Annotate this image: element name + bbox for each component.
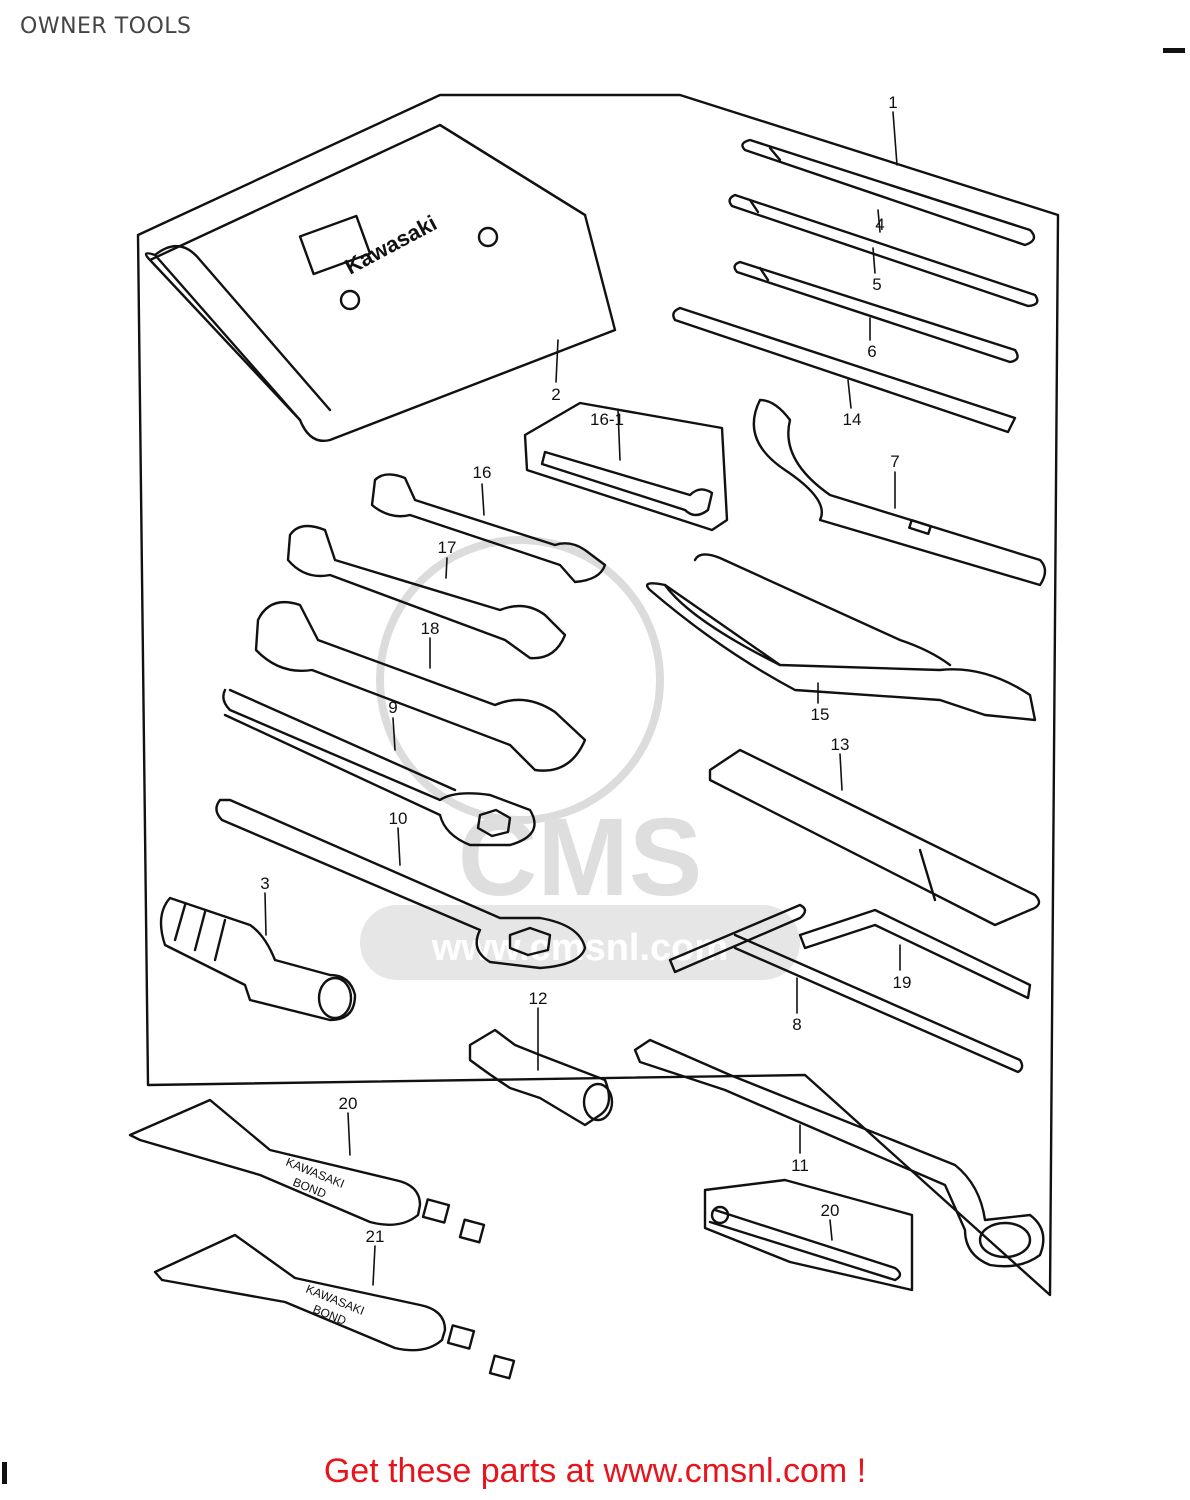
- callout-20a: 20: [339, 1094, 358, 1113]
- bond-tube-21: KAWASAKI BOND: [153, 1233, 516, 1380]
- callout-8: 8: [792, 1015, 801, 1034]
- bottom-mark: [2, 1462, 7, 1484]
- watermark-url: www.cmsnl.com: [431, 927, 728, 969]
- wrench-16: [370, 473, 607, 584]
- callout-9: 9: [388, 698, 397, 717]
- hex-key-19: [798, 908, 1032, 1000]
- hook-wrench-7: [752, 398, 1047, 587]
- panel-outline: [136, 93, 1060, 1297]
- plug-socket-12: [468, 1028, 614, 1127]
- pliers-15: [646, 553, 1037, 722]
- screwdriver-6: [733, 260, 1019, 364]
- watermark: CMS www.cmsnl.com: [360, 536, 800, 980]
- promo-link[interactable]: www.cmsnl.com: [603, 1452, 848, 1490]
- bracket-16-1: [523, 401, 729, 532]
- callout-7: 7: [890, 452, 899, 471]
- callout-17: 17: [438, 538, 457, 557]
- callout-numbers: 1 4 5 6 14 2 16-1 16 7 17 18 15 9 13 10 …: [260, 93, 911, 1246]
- callout-21: 21: [366, 1227, 385, 1246]
- callout-15: 15: [811, 705, 830, 724]
- promo-prefix: Get these parts at: [323, 1452, 604, 1490]
- bracket-20: [703, 1178, 914, 1292]
- promo-banner: Get these parts at www.cmsnl.com !: [0, 1452, 1190, 1491]
- screwdriver-5: [728, 193, 1039, 308]
- callout-10: 10: [389, 809, 408, 828]
- wrench-17: [286, 524, 567, 660]
- callout-16-1: 16-1: [590, 410, 624, 429]
- callout-4: 4: [875, 215, 884, 234]
- callout-20b: 20: [821, 1201, 840, 1220]
- callout-2: 2: [551, 385, 560, 404]
- callout-5: 5: [872, 275, 881, 294]
- handle-3: [159, 896, 357, 1022]
- box-wrench-9: [222, 688, 536, 847]
- owner-tools-diagram: CMS www.cmsnl.com Kawasaki: [128, 93, 1060, 1380]
- corner-mark: [1163, 48, 1185, 53]
- callout-6: 6: [867, 342, 876, 361]
- tube-21-label: KAWASAKI BOND: [298, 1282, 370, 1334]
- callout-18: 18: [421, 619, 440, 638]
- bag-logo-text: Kawasaki: [341, 210, 441, 279]
- box-wrench-10: [215, 798, 587, 970]
- screwdriver-4: [741, 138, 1036, 247]
- promo-suffix: !: [847, 1452, 867, 1490]
- wrench-18: [254, 600, 587, 772]
- callout-3: 3: [260, 874, 269, 893]
- tire-iron-11: [633, 1038, 1045, 1268]
- bond-tube-20: KAWASAKI BOND: [128, 1098, 486, 1244]
- callout-12: 12: [529, 989, 548, 1008]
- callout-14: 14: [843, 410, 862, 429]
- leader-lines: [264, 111, 901, 1286]
- page-title: OWNER TOOLS: [20, 14, 192, 39]
- callout-16: 16: [473, 463, 492, 482]
- callout-11: 11: [791, 1156, 809, 1175]
- callout-19: 19: [893, 973, 912, 992]
- callout-13: 13: [831, 735, 850, 754]
- callout-1: 1: [888, 93, 897, 112]
- tool-bag: Kawasaki: [144, 123, 617, 442]
- watermark-text: CMS: [458, 796, 702, 919]
- flat-bar-13: [708, 748, 1041, 927]
- t-handle-8: [668, 903, 1024, 1074]
- rod-14: [672, 306, 1017, 434]
